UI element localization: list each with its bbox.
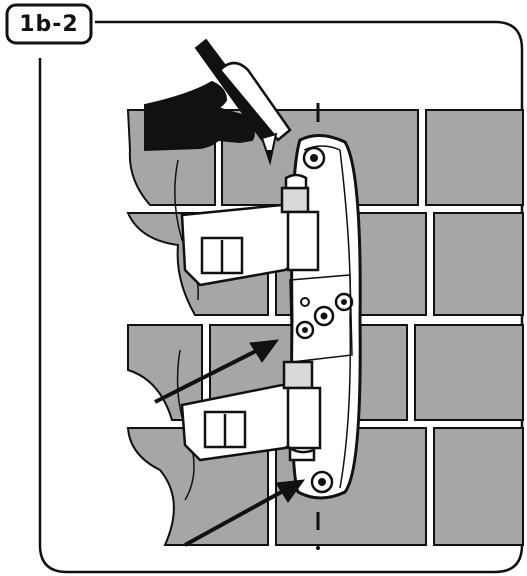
- arrow-icon: [154, 339, 280, 404]
- step-label: 1b-2: [19, 11, 79, 37]
- hinge-arm-upper: [180, 173, 320, 287]
- step-badge: [5, 3, 93, 45]
- arrow-icon-bottom: [184, 479, 306, 547]
- hinge-arm-lower: [180, 360, 322, 462]
- pencil-icon: [194, 38, 292, 166]
- hand-icon: [144, 80, 255, 152]
- panel-border: [38, 20, 524, 574]
